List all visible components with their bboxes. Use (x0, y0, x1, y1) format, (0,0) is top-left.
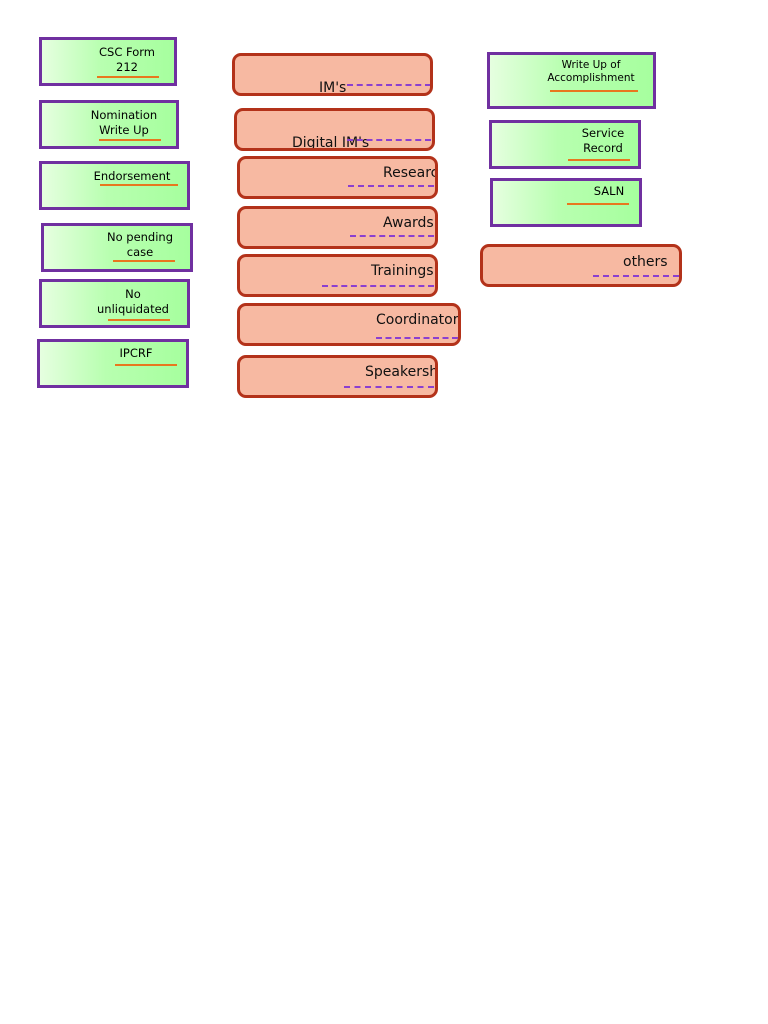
box-label: Trainings (371, 263, 434, 279)
box-label: Speakership (365, 364, 438, 380)
box-ipcrf[interactable]: IPCRF (37, 339, 189, 388)
underline (115, 364, 177, 366)
box-trainings[interactable]: Trainings (237, 254, 438, 297)
box-label: SALN (593, 184, 625, 198)
box-label: Awards (383, 215, 434, 231)
box-endorsement[interactable]: Endorsement (39, 161, 190, 210)
dashed-underline (344, 386, 434, 388)
box-label: Service Record (581, 126, 625, 155)
box-others[interactable]: others (480, 244, 682, 287)
underline (100, 184, 178, 186)
box-label: Write Up of Accomplishment (547, 59, 635, 84)
dashed-underline (348, 185, 434, 187)
box-label: Endorsement (93, 169, 171, 183)
underline (568, 159, 630, 161)
box-label: CSC Form 212 (99, 45, 155, 74)
box-digital-ims[interactable]: Digital IM's (234, 108, 435, 151)
underline (99, 139, 161, 141)
box-write-up-of-accomplishment[interactable]: Write Up of Accomplishment (487, 52, 656, 109)
box-csc-form-212[interactable]: CSC Form 212 (39, 37, 177, 86)
box-no-pending-case[interactable]: No pending case (41, 223, 193, 272)
box-label: others (623, 254, 668, 270)
box-label: IM's (319, 80, 347, 96)
underline (97, 76, 159, 78)
box-service-record[interactable]: Service Record (489, 120, 641, 169)
box-speakership[interactable]: Speakership (237, 355, 438, 398)
dashed-underline (376, 337, 458, 339)
box-awards[interactable]: Awards (237, 206, 438, 249)
box-no-unliquidated[interactable]: No unliquidated (39, 279, 190, 328)
underline (113, 260, 175, 262)
underline (567, 203, 629, 205)
box-label: Digital IM's (292, 135, 370, 151)
underline (550, 90, 638, 92)
dashed-underline (347, 84, 430, 86)
dashed-underline (593, 275, 679, 277)
box-ims[interactable]: IM's (232, 53, 433, 96)
box-label: No pending case (106, 230, 174, 259)
dashed-underline (347, 139, 431, 141)
box-nomination-write-up[interactable]: Nomination Write Up (39, 100, 179, 149)
dashed-underline (322, 285, 434, 287)
box-label: No unliquidated (97, 287, 169, 316)
dashed-underline (350, 235, 434, 237)
box-saln[interactable]: SALN (490, 178, 642, 227)
box-coordinatorship[interactable]: Coordinatorship (237, 303, 461, 346)
box-label: Nomination Write Up (90, 108, 158, 137)
underline (108, 319, 170, 321)
box-label: Coordinatorship (376, 312, 459, 328)
box-research[interactable]: Research (237, 156, 438, 199)
box-label: Research (383, 165, 438, 181)
box-label: IPCRF (119, 346, 153, 360)
